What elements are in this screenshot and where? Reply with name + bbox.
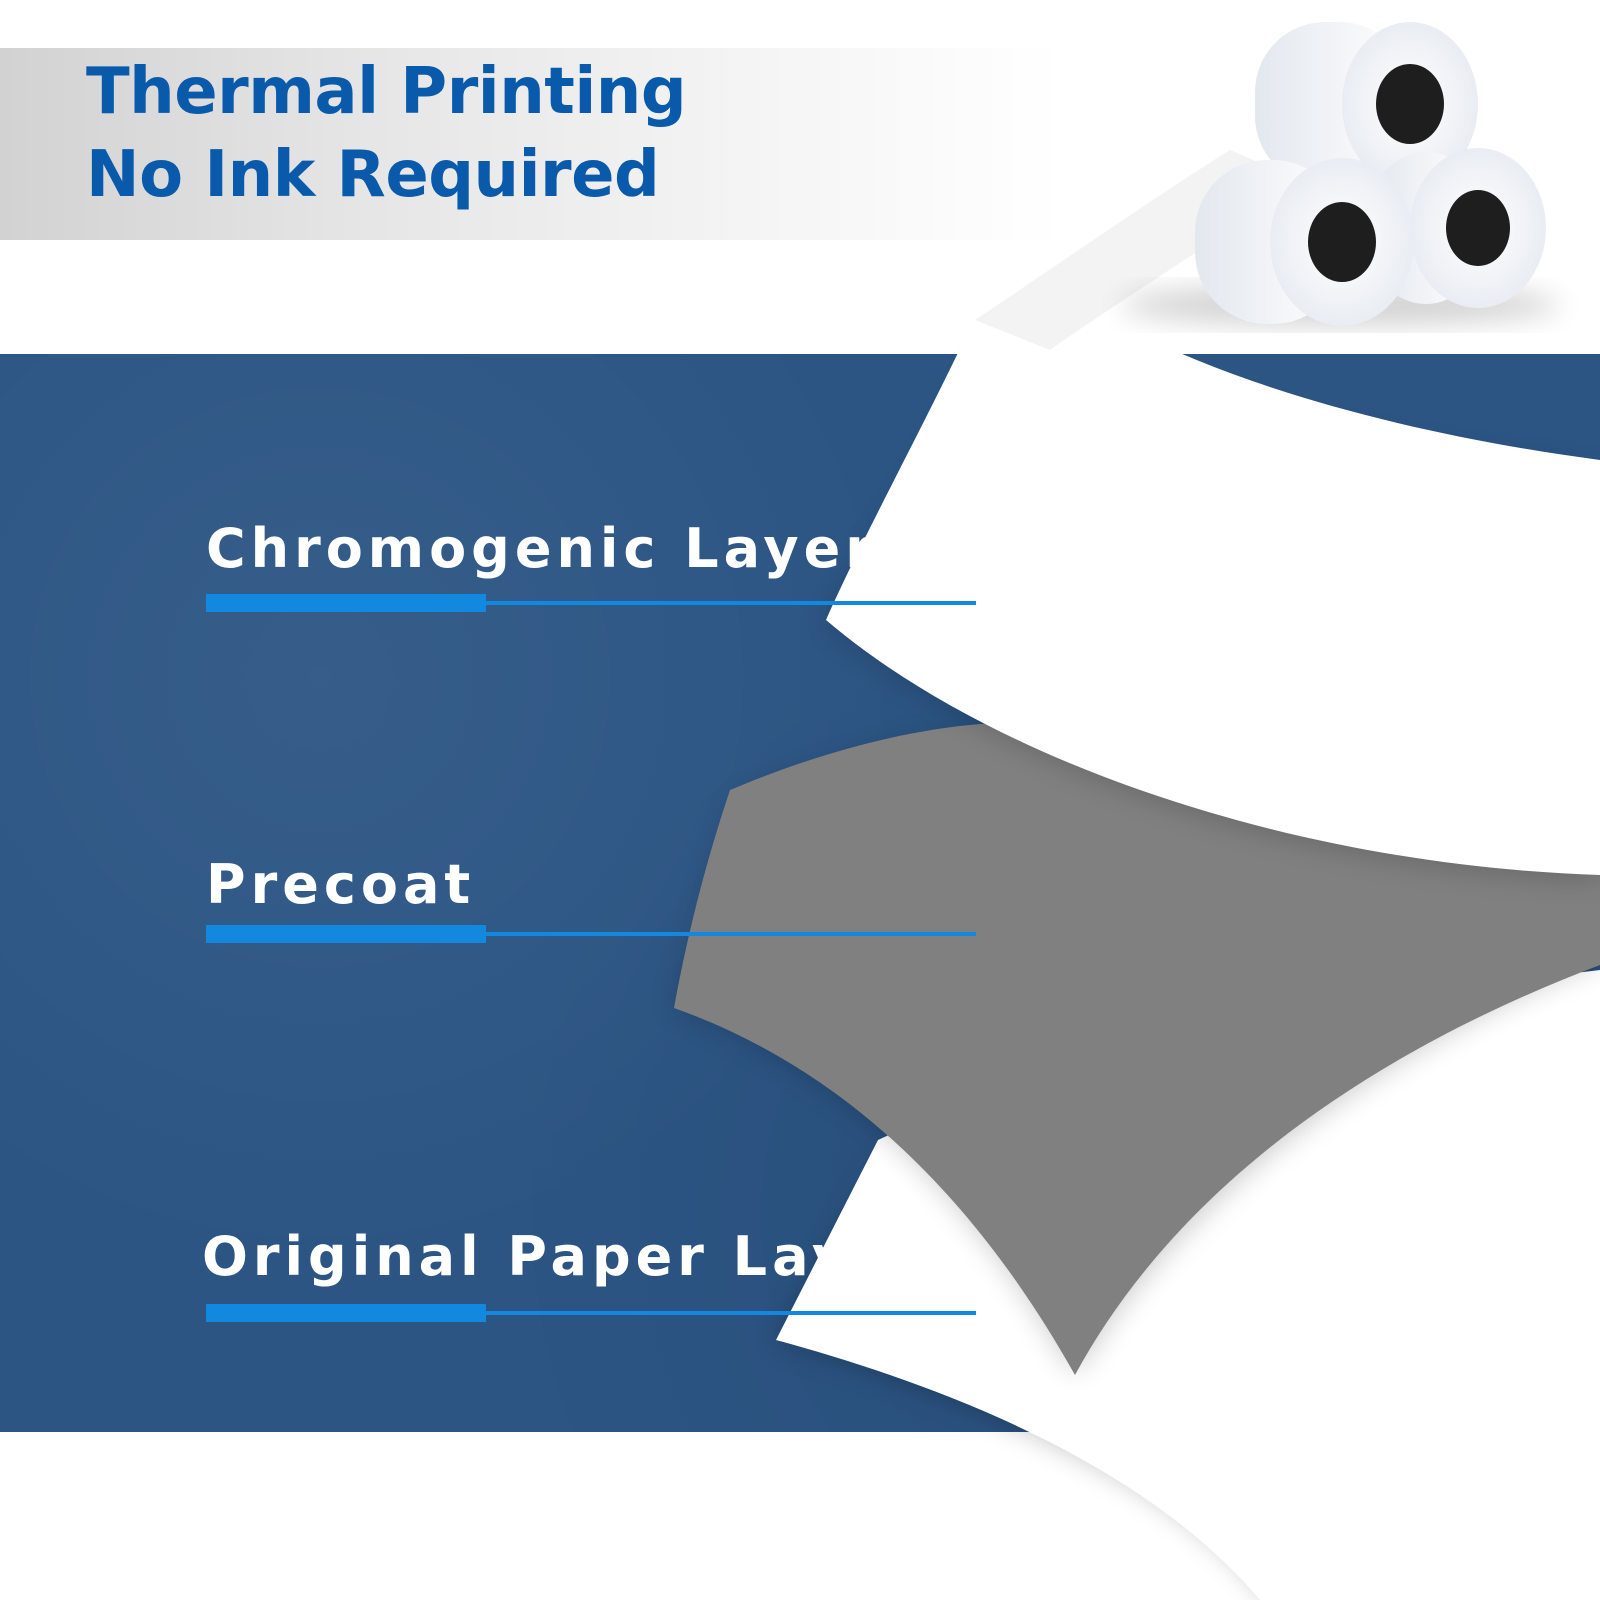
layer-rule-thin — [486, 1311, 976, 1315]
layer-rule-thick — [206, 594, 486, 612]
paper-roll-icon — [1195, 158, 1414, 326]
headline-line1: Thermal Printing — [86, 55, 687, 129]
header-band — [0, 48, 1060, 240]
layer-rule-thick — [206, 1304, 486, 1322]
headline-line2: No Ink Required — [86, 138, 660, 212]
layer-label-original-paper: Original Paper Layer — [202, 1225, 926, 1288]
paper-roll-icon — [1255, 22, 1478, 186]
layer-rule-thick — [206, 925, 486, 943]
layer-rule-thin — [486, 601, 976, 605]
layer-label-precoat: Precoat — [206, 853, 476, 916]
layer-rule-thin — [486, 932, 976, 936]
layer-label-chromogenic: Chromogenic Layer — [206, 517, 877, 580]
